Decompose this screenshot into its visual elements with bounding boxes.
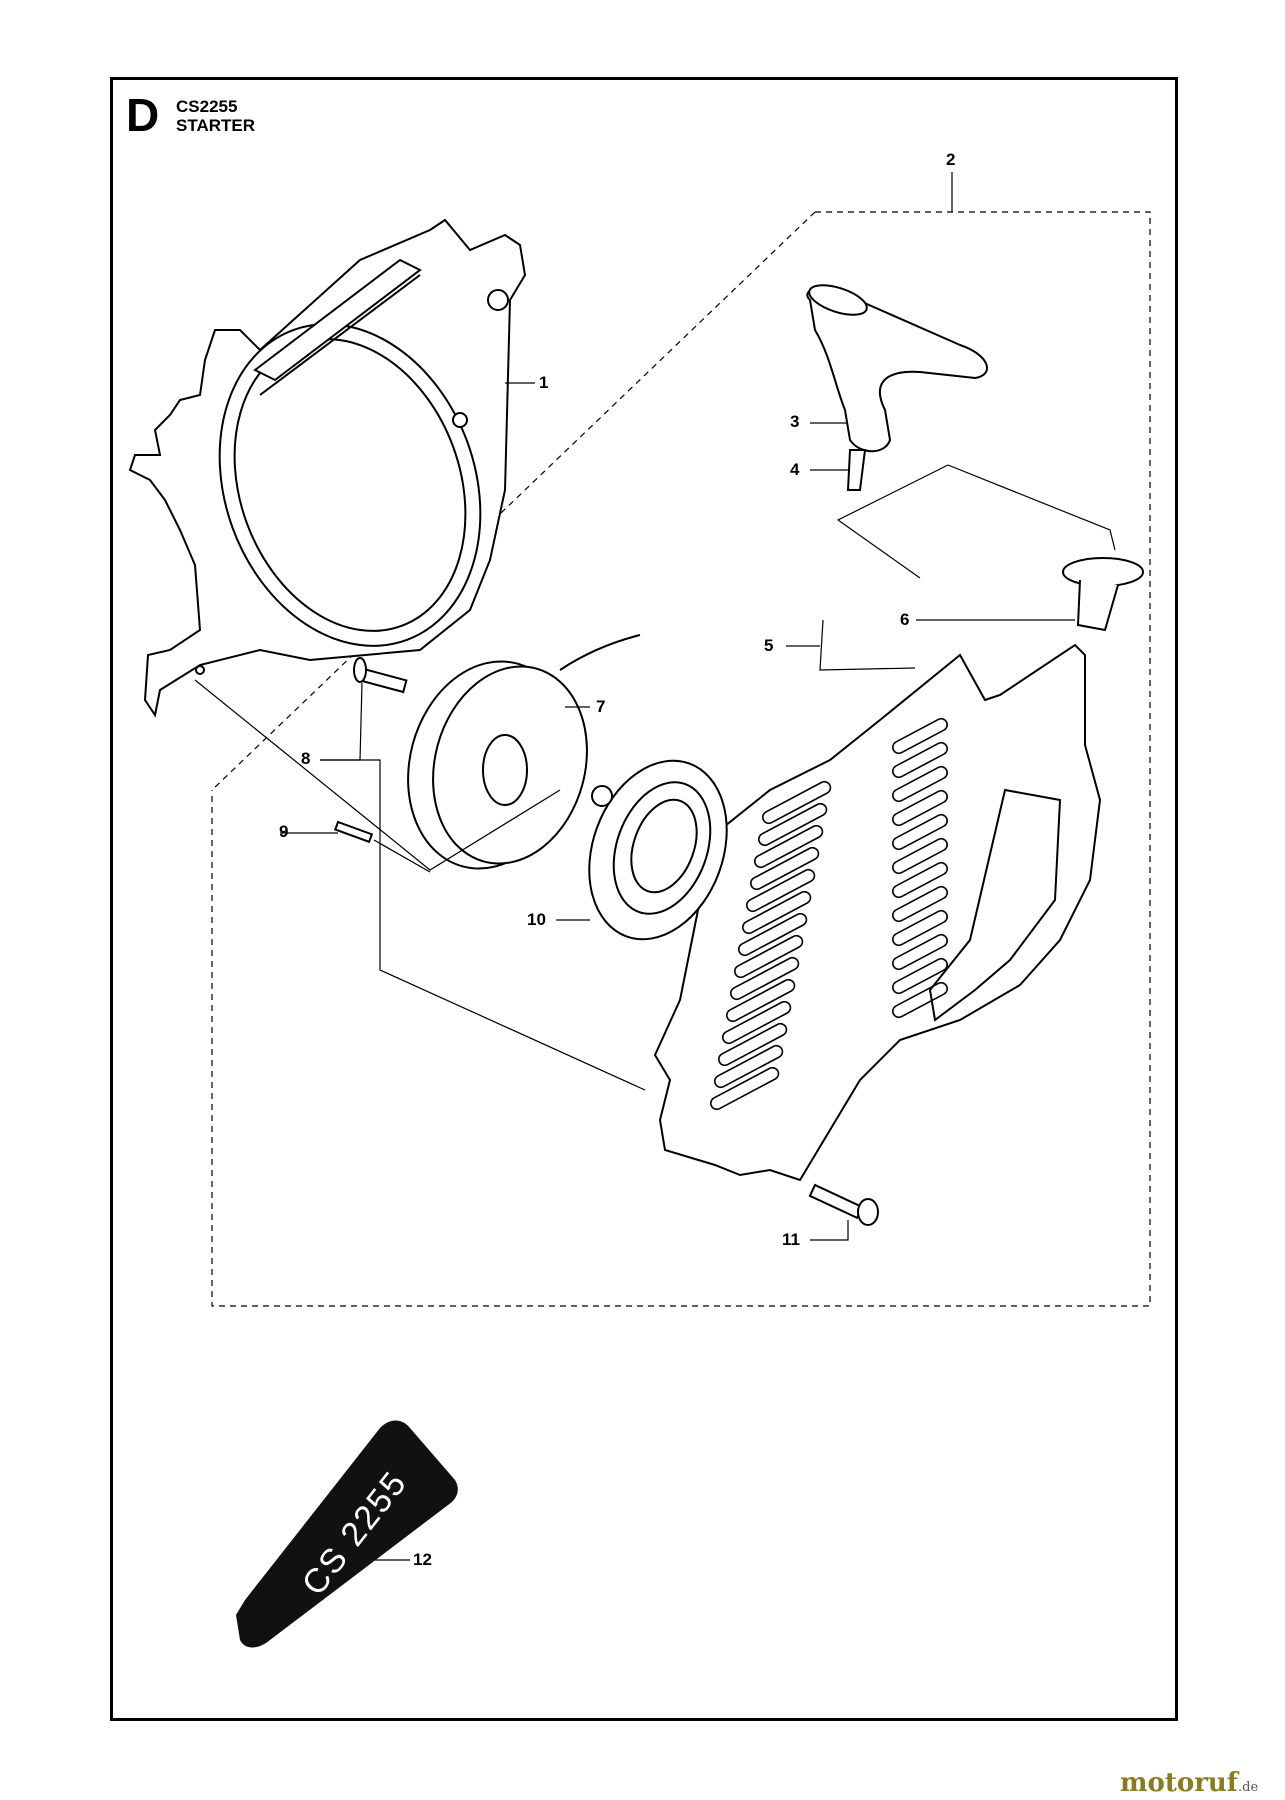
rope-guide-part (1062, 557, 1144, 632)
diagram-title: STARTER (176, 116, 256, 135)
vent-slot (892, 981, 948, 1019)
recoil-spring-part (588, 759, 728, 941)
cover-vent-slots (710, 717, 948, 1111)
callout-3: 3 (790, 412, 800, 431)
kit-boundary-diagonal (211, 211, 816, 791)
pulley-part (407, 634, 641, 870)
decal-part (236, 1420, 458, 1648)
vent-slot (758, 802, 828, 847)
vent-slot (742, 890, 812, 935)
vent-slot (892, 837, 948, 875)
vent-slot (710, 1066, 780, 1111)
vent-slot (754, 824, 824, 869)
vent-slot (892, 957, 948, 995)
vent-slot (892, 813, 948, 851)
callout-4: 4 (790, 460, 800, 479)
vent-slot (730, 956, 800, 1001)
starter-handle-part (806, 284, 988, 491)
vent-slot (892, 717, 948, 755)
vent-slot (746, 868, 816, 913)
callout-1: 1 (539, 373, 549, 392)
brand-tld: .de (1238, 1780, 1259, 1795)
callout-5: 5 (764, 636, 774, 655)
vent-slot (892, 885, 948, 923)
brand-name: motoruf (1120, 1768, 1238, 1798)
diagram-frame (110, 77, 1178, 1721)
vent-slot (726, 978, 796, 1023)
callout-11: 11 (782, 1230, 800, 1249)
vent-slot (762, 780, 832, 825)
vent-slot (714, 1044, 784, 1089)
callout-2: 2 (946, 150, 956, 169)
section-letter: D (126, 89, 160, 141)
callout-12: 12 (413, 1550, 432, 1569)
kit-boundary (211, 211, 1151, 1307)
callout-9: 9 (279, 822, 289, 841)
vent-slot (892, 909, 948, 947)
vent-slot (738, 912, 808, 957)
brand-logo: motoruf.de (1120, 1770, 1258, 1796)
model-number: CS2255 (176, 97, 238, 116)
leader-lines (194, 382, 1116, 1561)
vent-slot (734, 934, 804, 979)
vent-slot (892, 741, 948, 779)
vent-slot (892, 933, 948, 971)
vent-slot (722, 1000, 792, 1045)
vent-slot (892, 861, 948, 899)
callout-6: 6 (900, 610, 910, 629)
vent-slot (750, 846, 820, 891)
starter-housing-part (128, 218, 527, 718)
vent-slot (892, 789, 948, 827)
vent-slot (892, 765, 948, 803)
callout-7: 7 (596, 697, 606, 716)
callout-10: 10 (527, 910, 546, 929)
callout-8: 8 (301, 749, 311, 768)
starter-cover-part (653, 643, 1102, 1182)
vent-slot (718, 1022, 788, 1067)
screw-parts (333, 657, 879, 1226)
